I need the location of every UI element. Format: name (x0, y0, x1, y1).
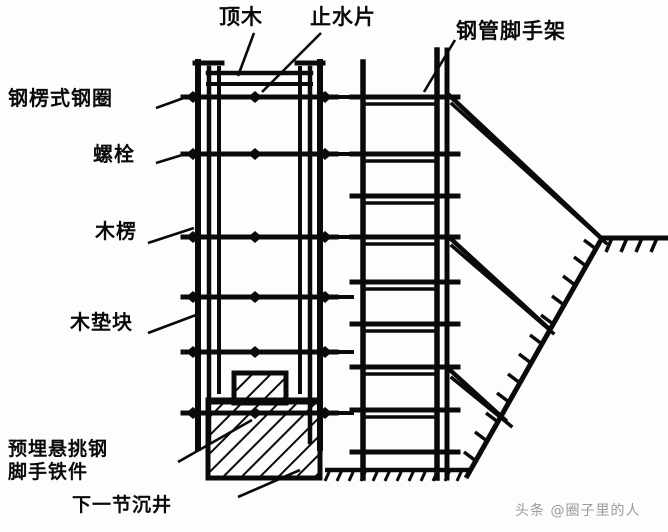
ground-line-bottom-ticks (323, 469, 464, 482)
ground-line-bottom (323, 467, 470, 482)
label-top-timber: 顶木 (219, 5, 263, 29)
slope-face-line (463, 236, 605, 480)
label-embedded-cantilever-iron: 预埋悬挑钢 脚手铁件 (8, 438, 108, 484)
caisson-step (231, 370, 289, 406)
label-wood-waler: 木楞 (95, 219, 137, 243)
brace-upper-b (449, 101, 609, 246)
diagonal-braces (446, 92, 609, 429)
tie-rod-stubs-right (334, 95, 354, 415)
steel-pipe-scaffold (349, 47, 461, 481)
label-bolt: 螺栓 (93, 142, 135, 166)
leader-water-stop (261, 32, 322, 93)
leader-bolt (155, 150, 193, 165)
leader-embedded-iron (177, 418, 253, 464)
leader-top-timber (236, 32, 256, 77)
label-next-caisson-section: 下一节沉井 (72, 494, 173, 516)
concrete-caisson-block (205, 370, 323, 481)
brace-mid-b (449, 243, 556, 336)
leader-steel-pipe-scaffold (422, 39, 457, 93)
label-steel-pipe-scaffold: 钢管脚手架 (456, 19, 566, 43)
label-steel-waler-ring: 钢楞式钢圈 (8, 86, 113, 110)
tie-rod-node-markers (186, 91, 332, 419)
label-wood-pad-block: 木垫块 (70, 310, 133, 334)
ground-surface-hatch-ticks-right (604, 237, 659, 253)
leader-wood-waler (147, 226, 195, 245)
caisson-body (205, 397, 323, 481)
watermark: 头条 @圈子里的人 (515, 503, 641, 519)
scaffold-rung-secondary (364, 102, 437, 419)
scaffold-rungs (349, 94, 461, 455)
label-embedded-cantilever-iron-line2: 脚手铁件 (8, 461, 89, 484)
label-embedded-cantilever-iron-line1: 预埋悬挑钢 (8, 438, 109, 460)
leader-next-caisson (237, 468, 301, 499)
leader-lines (147, 32, 457, 499)
label-water-stop: 止水片 (310, 5, 376, 29)
leader-wood-pad-block (147, 313, 197, 335)
leader-steel-waler-ring (155, 93, 193, 110)
excavation-slope (462, 235, 668, 480)
slope-hatch-ticks (462, 238, 598, 463)
tie-rod-rows (180, 94, 339, 416)
